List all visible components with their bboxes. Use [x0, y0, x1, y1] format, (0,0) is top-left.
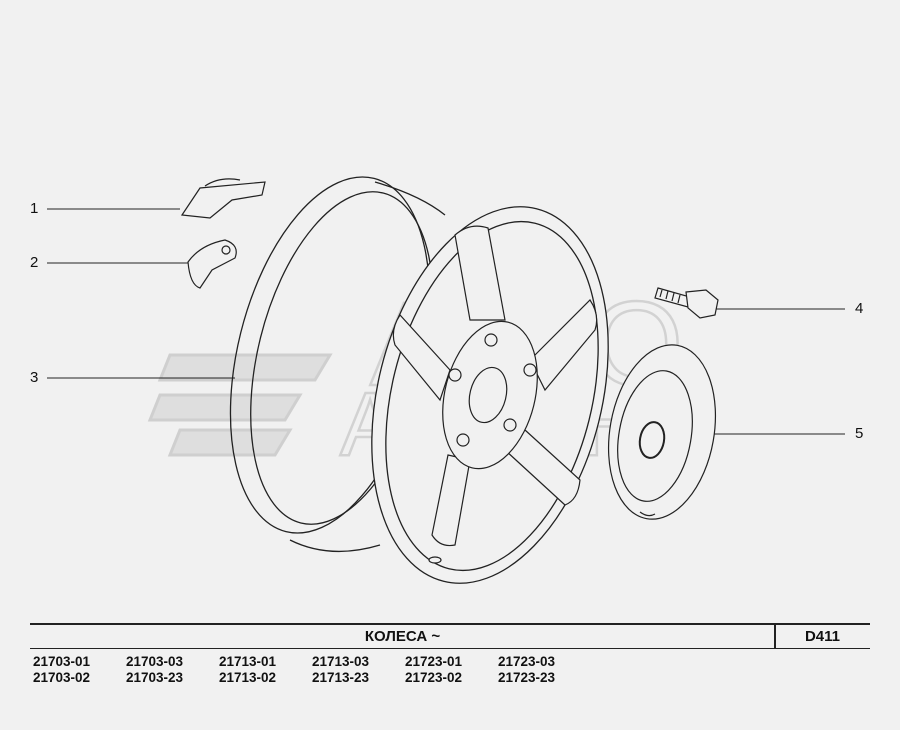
model-code: 21723-23	[498, 670, 556, 685]
model-code: 21703-23	[126, 670, 184, 685]
hub-cap	[607, 344, 717, 520]
model-code: 21703-02	[33, 670, 91, 685]
callout-4: 4	[855, 300, 864, 317]
wheel-rim	[229, 176, 609, 584]
model-code: 21703-01	[33, 654, 91, 669]
callout-5: 5	[855, 425, 864, 442]
model-code: 21723-02	[405, 670, 463, 685]
model-code: 21703-03	[126, 654, 184, 669]
model-code: 21713-01	[219, 654, 277, 669]
diagram-code: D411	[804, 628, 841, 645]
callout-1: 1	[30, 200, 39, 217]
diagram-title: КОЛЕСА ~	[364, 628, 441, 645]
wheel-bolt	[654, 287, 719, 319]
wheel-parts-diagram: АВТО АЛЬЯНС	[47, 176, 845, 584]
balance-weight-1	[180, 178, 266, 219]
footer-bottom-rule	[30, 648, 870, 649]
model-code: 21713-03	[312, 654, 370, 669]
model-code: 21713-23	[312, 670, 370, 685]
model-code: 21723-03	[498, 654, 556, 669]
model-code: 21723-01	[405, 654, 463, 669]
footer-top-rule	[30, 623, 870, 625]
footer-separator	[774, 624, 776, 649]
model-code: 21713-02	[219, 670, 277, 685]
balance-weight-2	[187, 239, 237, 289]
callout-3: 3	[30, 369, 39, 386]
callout-2: 2	[30, 254, 39, 271]
wheel-spokes	[392, 225, 598, 564]
leader-lines	[47, 208, 845, 435]
